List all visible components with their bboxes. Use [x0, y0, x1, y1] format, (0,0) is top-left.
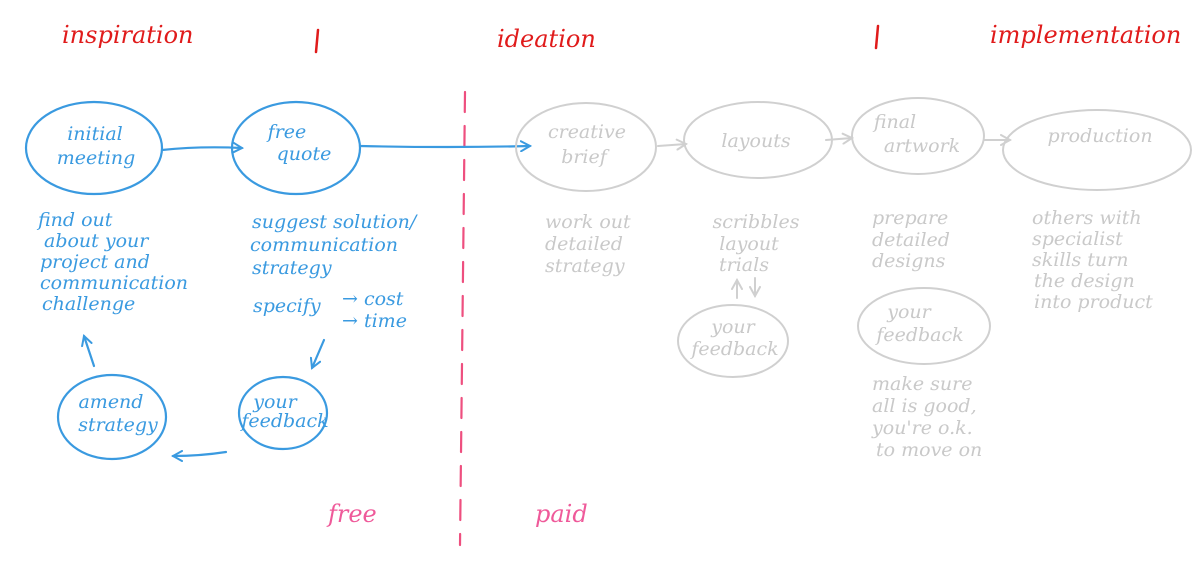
- creative-brief-label: creative brief: [548, 121, 632, 168]
- others-note-line-5: into product: [1034, 291, 1153, 313]
- find-out-note-line-3: project and: [40, 251, 150, 273]
- prepare-note-line-3: designs: [872, 250, 946, 272]
- free-paid-divider: [458, 90, 467, 547]
- your-feedback-label-line-1: your: [252, 391, 298, 413]
- your-feedback-label-line-2: feedback: [239, 410, 328, 432]
- others-note-line-4: the design: [1034, 270, 1135, 292]
- others-note-line-1: others with: [1032, 207, 1142, 229]
- your-feedback-artwork-node: [857, 287, 991, 365]
- amend-strategy-label-line-2: strategy: [78, 414, 158, 436]
- arrow-meeting-to-quote: [160, 147, 242, 150]
- layouts-label: layouts: [721, 130, 790, 152]
- phase-separator-2: [874, 24, 880, 50]
- initial-meeting-node: [24, 100, 164, 196]
- others-note: others with specialist skills turn the d…: [1032, 207, 1153, 313]
- find-out-note-line-5: challenge: [42, 293, 135, 315]
- initial-meeting-label: initial meeting: [57, 123, 136, 169]
- arrow-brief-to-layouts: [657, 144, 686, 146]
- work-out-note-line-2: detailed: [545, 233, 623, 255]
- make-sure-note-line-1: make sure: [872, 373, 972, 395]
- scribbles-note-line-3: trials: [719, 254, 769, 276]
- prepare-note-line-1: prepare: [872, 207, 948, 229]
- suggest-note-line-3: strategy: [252, 257, 332, 279]
- free-quote-label-line-1: free: [266, 121, 307, 143]
- time-note: → time: [342, 310, 407, 332]
- your-feedback-label: your feedback: [239, 391, 328, 432]
- initial-meeting-label-line-1: initial: [67, 123, 123, 145]
- your-feedback-artwork-label-line-2: feedback: [874, 324, 963, 346]
- scribbles-note-line-1: scribbles: [713, 211, 800, 233]
- your-feedback-layouts-label-line-2: feedback: [689, 338, 778, 360]
- arrow-specify-to-feedback: [312, 338, 326, 368]
- free-label: free: [326, 500, 377, 528]
- phase-separator-1: [314, 28, 320, 54]
- work-out-note-line-3: strategy: [545, 255, 625, 277]
- work-out-note: work out detailed strategy: [545, 211, 637, 277]
- your-feedback-layouts-label: your feedback: [689, 316, 778, 360]
- amend-strategy-label-line-1: amend: [78, 391, 143, 413]
- suggest-note-line-2: communication: [250, 234, 398, 256]
- phase-implementation-heading: implementation: [990, 21, 1181, 49]
- arrow-amend-to-findout: [84, 336, 96, 368]
- free-quote-label-line-2: quote: [277, 143, 332, 165]
- arrow-feedback-to-amend: [173, 452, 228, 456]
- make-sure-note-line-4: to move on: [876, 439, 982, 461]
- creative-brief-label-line-2: brief: [561, 146, 610, 168]
- final-artwork-label-line-1: final: [872, 111, 916, 133]
- prepare-note: prepare detailed designs: [872, 207, 956, 272]
- find-out-note-line-2: about your: [44, 230, 150, 252]
- final-artwork-label-line-2: artwork: [884, 135, 960, 157]
- your-feedback-node: [237, 375, 329, 451]
- suggest-note: suggest solution/ communication strategy: [250, 211, 422, 279]
- production-label: production: [1047, 125, 1152, 147]
- suggest-note-line-1: suggest solution/: [252, 211, 418, 233]
- phase-inspiration-heading: inspiration: [62, 21, 194, 49]
- make-sure-note-line-3: you're o.k.: [871, 417, 973, 439]
- prepare-note-line-2: detailed: [872, 229, 950, 251]
- make-sure-note: make sure all is good, you're o.k. to mo…: [871, 373, 983, 461]
- paid-label: paid: [535, 500, 588, 528]
- find-out-note: find out about your project and communic…: [36, 209, 194, 315]
- your-feedback-artwork-label: your feedback: [874, 301, 963, 346]
- your-feedback-layouts-node: [677, 304, 789, 378]
- initial-meeting-label-line-2: meeting: [57, 147, 136, 169]
- creative-brief-label-line-1: creative: [548, 121, 626, 143]
- scribbles-note: scribbles layout trials: [713, 211, 806, 276]
- make-sure-note-line-2: all is good,: [872, 395, 977, 417]
- others-note-line-3: skills turn: [1032, 249, 1128, 271]
- find-out-note-line-1: find out: [36, 209, 113, 231]
- your-feedback-artwork-label-line-1: your: [886, 301, 932, 323]
- final-artwork-label: final artwork: [872, 111, 960, 157]
- work-out-note-line-1: work out: [545, 211, 631, 233]
- production-node: [1002, 109, 1192, 191]
- phase-ideation-heading: ideation: [497, 25, 596, 53]
- amend-strategy-node: [56, 373, 168, 461]
- arrow-quote-to-brief: [358, 146, 530, 147]
- specify-note: specify: [253, 295, 321, 317]
- your-feedback-layouts-label-line-1: your: [710, 316, 756, 338]
- free-quote-label: free quote: [266, 121, 332, 165]
- creative-brief-node: [515, 102, 657, 192]
- find-out-note-line-4: communication: [40, 272, 188, 294]
- others-note-line-2: specialist: [1032, 228, 1123, 250]
- final-artwork-node: [851, 97, 985, 175]
- amend-strategy-label: amend strategy: [78, 391, 158, 436]
- arrow-layouts-to-artwork: [825, 138, 852, 140]
- scribbles-note-line-2: layout: [719, 233, 779, 255]
- cost-note: → cost: [342, 288, 404, 310]
